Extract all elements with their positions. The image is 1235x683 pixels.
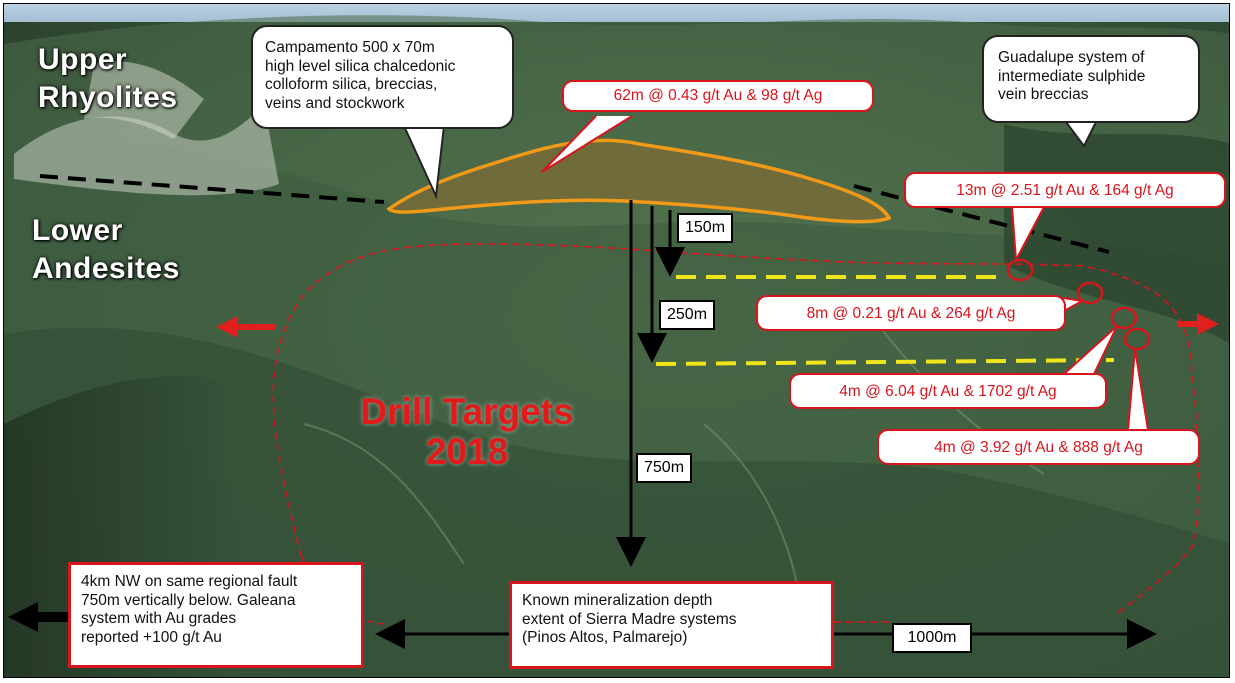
intercept-tail [1011, 206, 1045, 264]
contact-line-right [853, 184, 1110, 254]
campamento-zone [386, 138, 892, 224]
intercept-tail [1063, 325, 1118, 375]
geo-label-line: Andesites [32, 252, 180, 285]
depth-label-150m: 150m [677, 213, 734, 243]
callout-line: high level silica chalcedonic [265, 57, 456, 75]
vein-line-lower [655, 358, 1115, 366]
intercept-label-8m: 8m @ 0.21 g/t Au & 264 g/t Ag [756, 295, 1066, 331]
drill-targets-line: Drill Targets [360, 391, 574, 432]
arrow-left-icon [216, 316, 276, 338]
note-line: 4km NW on same regional fault [81, 573, 298, 590]
depth-label-750m: 750m [636, 453, 693, 483]
note-line: (Pinos Altos, Palmarejo) [522, 629, 688, 646]
arrow-right-icon [1177, 313, 1219, 335]
intercept-label-4m-a: 4m @ 6.04 g/t Au & 1702 g/t Ag [789, 373, 1107, 409]
drainage [303, 423, 465, 565]
outcrop [14, 104, 279, 196]
note-line: 750m vertically below. Galeana [81, 591, 296, 609]
intercept-tail [1063, 297, 1085, 311]
intercept-label-4m-b: 4m @ 3.92 g/t Au & 888 g/t Ag [877, 429, 1200, 465]
note-line: extent of Sierra Madre systems [522, 610, 737, 628]
intercept-marker [1123, 327, 1151, 351]
geo-label-line: Rhyolites [38, 81, 178, 114]
note-line: reported +100 g/t Au [81, 628, 222, 646]
callout-line: Guadalupe system of [998, 49, 1145, 66]
contact-line-left [39, 174, 385, 204]
note-line: system with Au grades [81, 610, 237, 627]
callout-line: vein breccias [998, 86, 1089, 103]
intercept-tail [1127, 348, 1149, 431]
callout-line: veins and stockwork [265, 94, 405, 112]
drill-targets-line: 2018 [425, 431, 509, 472]
intercept-marker [1076, 281, 1104, 305]
campamento-callout: Campamento 500 x 70m high level silica c… [251, 25, 514, 129]
intercept-label-13m: 13m @ 2.51 g/t Au & 164 g/t Ag [904, 172, 1226, 208]
mineralization-note-box: Known mineralization depth extent of Sie… [509, 581, 834, 669]
callout-line: colloform silica, breccias, [265, 76, 438, 93]
geo-label-line: Lower [32, 214, 123, 247]
intercept-marker [1006, 258, 1034, 282]
note-line: Known mineralization depth [522, 592, 713, 609]
upper-rhyolites-label: Upper Rhyolites [38, 41, 178, 117]
outcrop [84, 61, 204, 140]
guadalupe-callout: Guadalupe system of intermediate sulphid… [982, 35, 1200, 123]
campamento-callout-tail [403, 125, 445, 200]
callout-line: intermediate sulphide [998, 67, 1146, 85]
galeana-direction-arrow [8, 602, 72, 632]
intercept-marker [1110, 306, 1138, 330]
lower-andesites-label: Lower Andesites [32, 212, 180, 288]
drill-targets-title: Drill Targets 2018 [337, 392, 597, 472]
scale-label-1000m: 1000m [892, 623, 972, 653]
depth-label-250m: 250m [659, 300, 716, 330]
callout-line: Campamento 500 x 70m [265, 39, 435, 56]
galeana-note-box: 4km NW on same regional fault 750m verti… [68, 562, 364, 668]
guadalupe-callout-tail [1065, 121, 1097, 148]
image-frame: Upper Rhyolites Lower Andesites Campamen… [3, 3, 1230, 678]
intercept-label-62m: 62m @ 0.43 g/t Au & 98 g/t Ag [562, 80, 874, 112]
intercept-tail [541, 115, 633, 173]
geo-label-line: Upper [38, 43, 128, 76]
drill-target-outline [272, 243, 1199, 617]
